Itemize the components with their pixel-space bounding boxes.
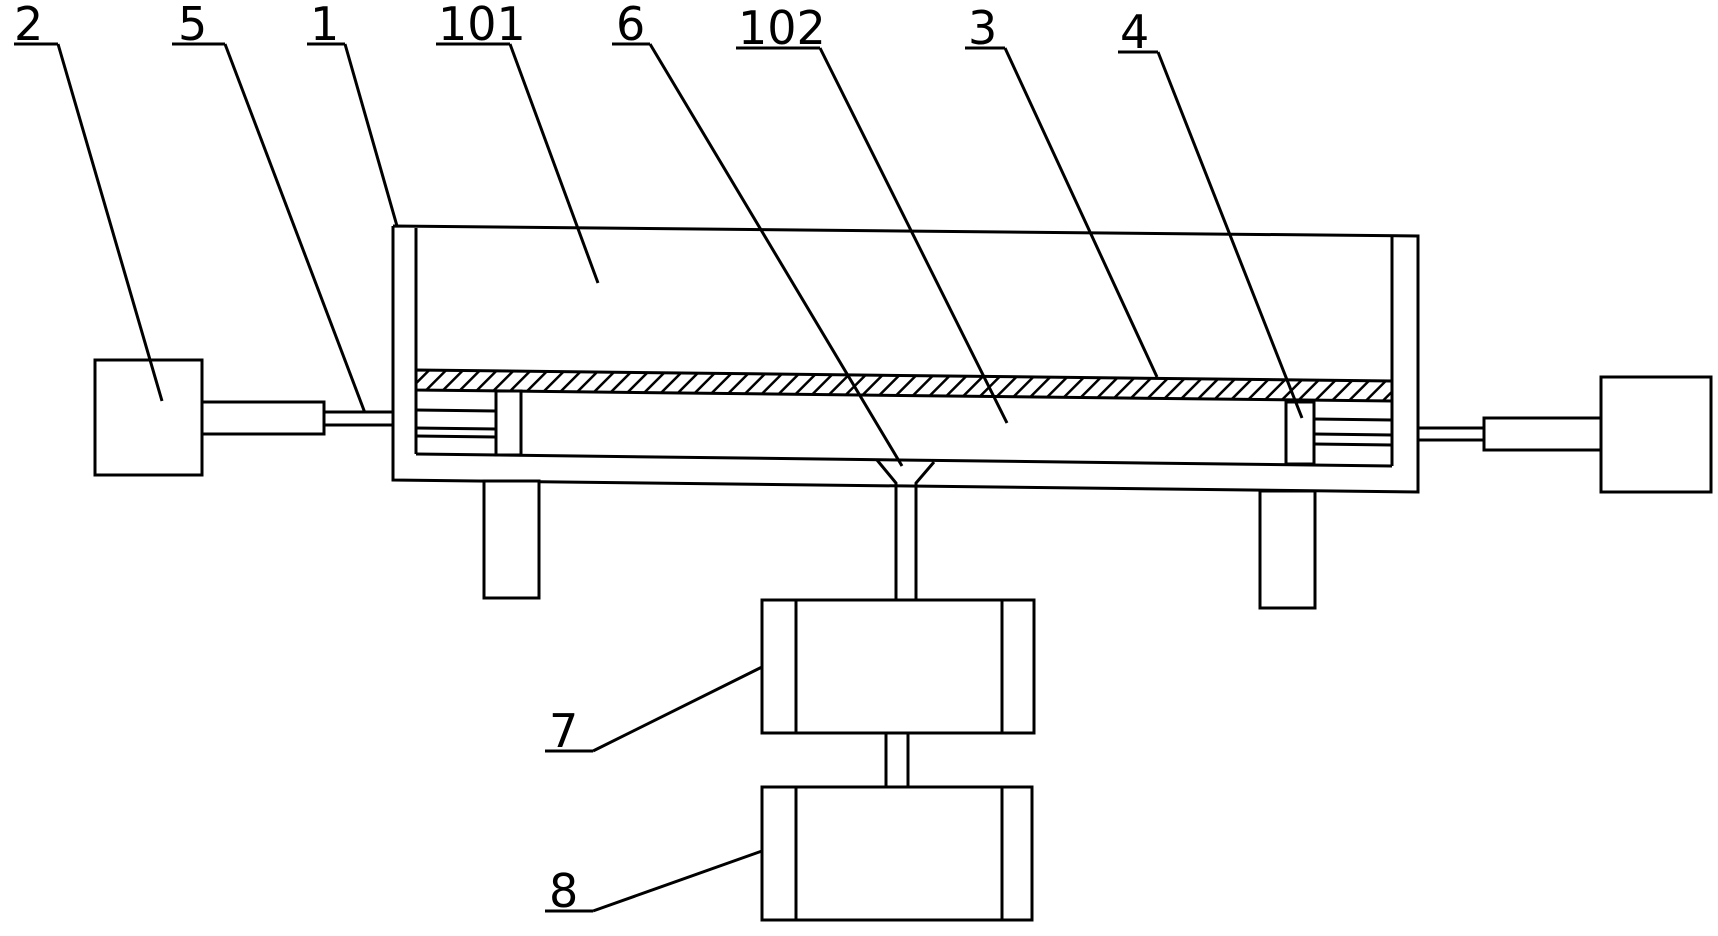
- left-coupling-cylinder: [200, 400, 326, 436]
- leader-102: [818, 47, 1009, 424]
- label-8: 8: [549, 864, 578, 918]
- leader-8: [592, 849, 763, 913]
- leader-101: [508, 43, 600, 284]
- label-5: 5: [178, 0, 207, 51]
- left-guide-line-3: [415, 434, 497, 439]
- collector-box: [760, 785, 1034, 922]
- outlet-funnel-right: [914, 461, 936, 600]
- left-piston-plate: [494, 389, 523, 457]
- right-guide-line-1: [1313, 417, 1393, 422]
- label-3: 3: [968, 1, 997, 55]
- left-motor-box: [93, 358, 204, 477]
- right-support-leg: [1258, 489, 1317, 610]
- label-101: 101: [438, 0, 526, 51]
- label-7: 7: [549, 704, 578, 758]
- leader-1: [343, 43, 399, 227]
- label-102: 102: [738, 1, 826, 55]
- leader-7: [592, 665, 763, 753]
- label-4: 4: [1120, 5, 1149, 59]
- left-support-leg: [482, 479, 541, 600]
- leader-6: [648, 43, 904, 467]
- right-coupling-cylinder: [1482, 416, 1603, 452]
- leader-3: [1003, 47, 1159, 378]
- label-1: 1: [310, 0, 339, 51]
- pump-box: [760, 598, 1036, 735]
- tank-inner-bottom: [415, 452, 1393, 468]
- leader-5: [223, 43, 367, 414]
- right-guide-line-2: [1313, 432, 1393, 437]
- label-2: 2: [14, 0, 43, 51]
- leader-2: [56, 43, 164, 402]
- tank-outer-wall: [391, 224, 1420, 494]
- right-guide-line-3: [1313, 442, 1393, 447]
- hatched-screen-plate: [414, 368, 1394, 403]
- label-6: 6: [616, 0, 645, 51]
- right-motor-box: [1599, 375, 1713, 494]
- outlet-funnel-left: [875, 459, 898, 600]
- left-guide-line-1: [415, 408, 497, 413]
- leader-4: [1156, 51, 1304, 419]
- left-guide-line-2: [415, 426, 497, 431]
